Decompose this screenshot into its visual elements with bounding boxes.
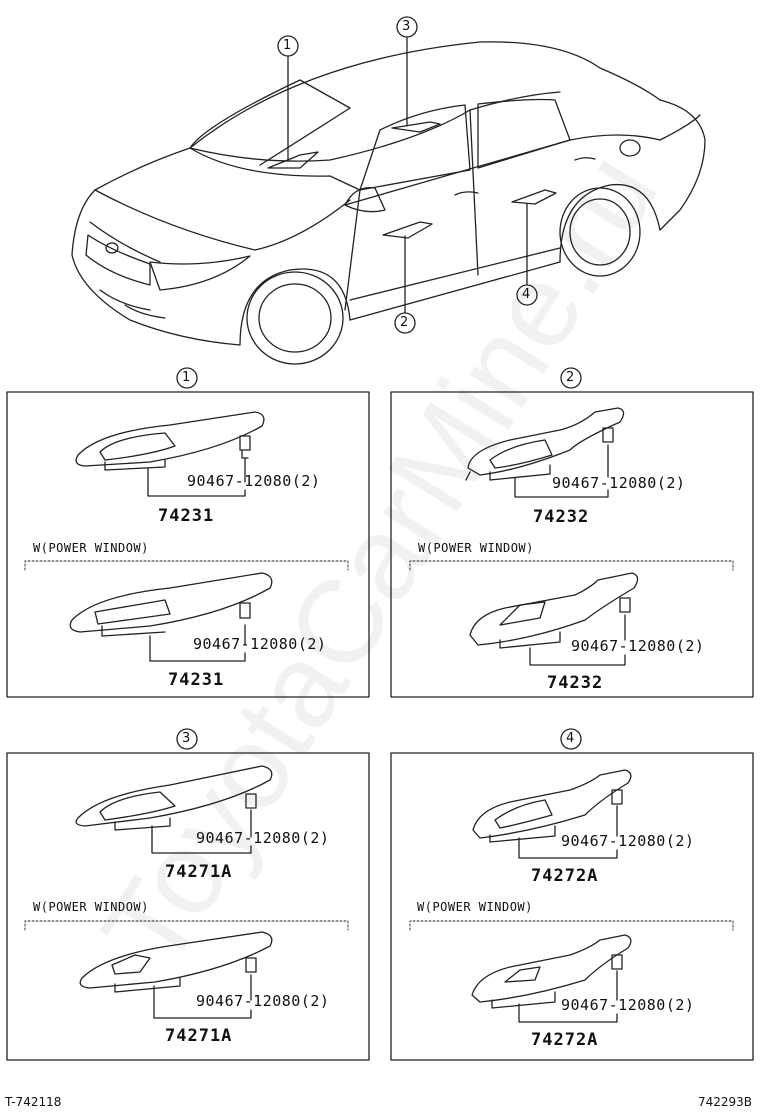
fastener-label-panel-4-power: 90467-12080(2) bbox=[561, 996, 695, 1014]
fastener-label-panel-3-power: 90467-12080(2) bbox=[196, 992, 330, 1010]
switch-base-74272A bbox=[472, 769, 632, 843]
callout-leaders bbox=[287, 37, 528, 313]
panel-callout-circle-3 bbox=[176, 728, 198, 750]
power-window-label-panel-2: W(POWER WINDOW) bbox=[418, 541, 534, 555]
part-number-74272A: 74272A bbox=[531, 866, 599, 886]
panel-frame-4 bbox=[390, 752, 754, 1061]
part-number-74231-power: 74231 bbox=[168, 670, 225, 690]
panel-callout-1: 1 bbox=[182, 370, 191, 385]
switch-base-74231 bbox=[75, 411, 265, 471]
panel-frame-3 bbox=[6, 752, 370, 1061]
callout-4: 4 bbox=[522, 287, 531, 302]
leaders-panel-2 bbox=[514, 444, 626, 666]
fastener-label-panel-3: 90467-12080(2) bbox=[196, 829, 330, 847]
switch-base-74232-power bbox=[469, 572, 639, 649]
panel-callout-2: 2 bbox=[566, 370, 575, 385]
car-illustration bbox=[71, 41, 706, 365]
fastener-label-panel-4: 90467-12080(2) bbox=[561, 832, 695, 850]
power-window-label-panel-3: W(POWER WINDOW) bbox=[33, 900, 149, 914]
variant-brackets bbox=[24, 560, 734, 931]
panel-frame-2 bbox=[390, 391, 754, 698]
switch-base-74272A-power bbox=[471, 934, 632, 1009]
leaders-panel-1 bbox=[147, 457, 246, 662]
panel-callout-3: 3 bbox=[182, 731, 191, 746]
callout-3: 3 bbox=[402, 19, 411, 34]
part-number-74232: 74232 bbox=[533, 507, 590, 527]
callout-2: 2 bbox=[400, 315, 409, 330]
switch-base-74271A-power bbox=[79, 931, 273, 993]
fastener-label-panel-2-power: 90467-12080(2) bbox=[571, 637, 705, 655]
callout-circle-2 bbox=[394, 312, 416, 334]
part-number-74232-power: 74232 bbox=[547, 673, 604, 693]
panel-frame-1 bbox=[6, 391, 370, 698]
callout-circle-4 bbox=[516, 284, 538, 306]
fastener-label-panel-2: 90467-12080(2) bbox=[552, 474, 686, 492]
leaders-panel-3 bbox=[151, 809, 252, 1019]
footer-right-code: 742293B bbox=[698, 1095, 753, 1109]
panel-callout-4: 4 bbox=[566, 731, 575, 746]
switch-base-74232 bbox=[465, 407, 625, 481]
switch-base-74231-power bbox=[69, 572, 273, 637]
part-number-74271A: 74271A bbox=[165, 862, 233, 882]
panel-callout-circle-1 bbox=[176, 367, 198, 389]
panel-callout-circle-4 bbox=[560, 728, 582, 750]
callout-circle-1 bbox=[277, 35, 299, 57]
callout-1: 1 bbox=[283, 38, 292, 53]
fastener-label-panel-1: 90467-12080(2) bbox=[187, 472, 321, 490]
part-number-74231: 74231 bbox=[158, 506, 215, 526]
switch-base-74271A bbox=[75, 765, 273, 831]
leaders-panel-4 bbox=[518, 805, 618, 1023]
footer-left-code: T-742118 bbox=[5, 1095, 62, 1109]
power-window-label-panel-1: W(POWER WINDOW) bbox=[33, 541, 149, 555]
part-number-74271A-power: 74271A bbox=[165, 1026, 233, 1046]
panel-callout-circle-2 bbox=[560, 367, 582, 389]
fastener-label-panel-1-power: 90467-12080(2) bbox=[193, 635, 327, 653]
part-number-74272A-power: 74272A bbox=[531, 1030, 599, 1050]
callout-circle-3 bbox=[396, 16, 418, 38]
power-window-label-panel-4: W(POWER WINDOW) bbox=[417, 900, 533, 914]
